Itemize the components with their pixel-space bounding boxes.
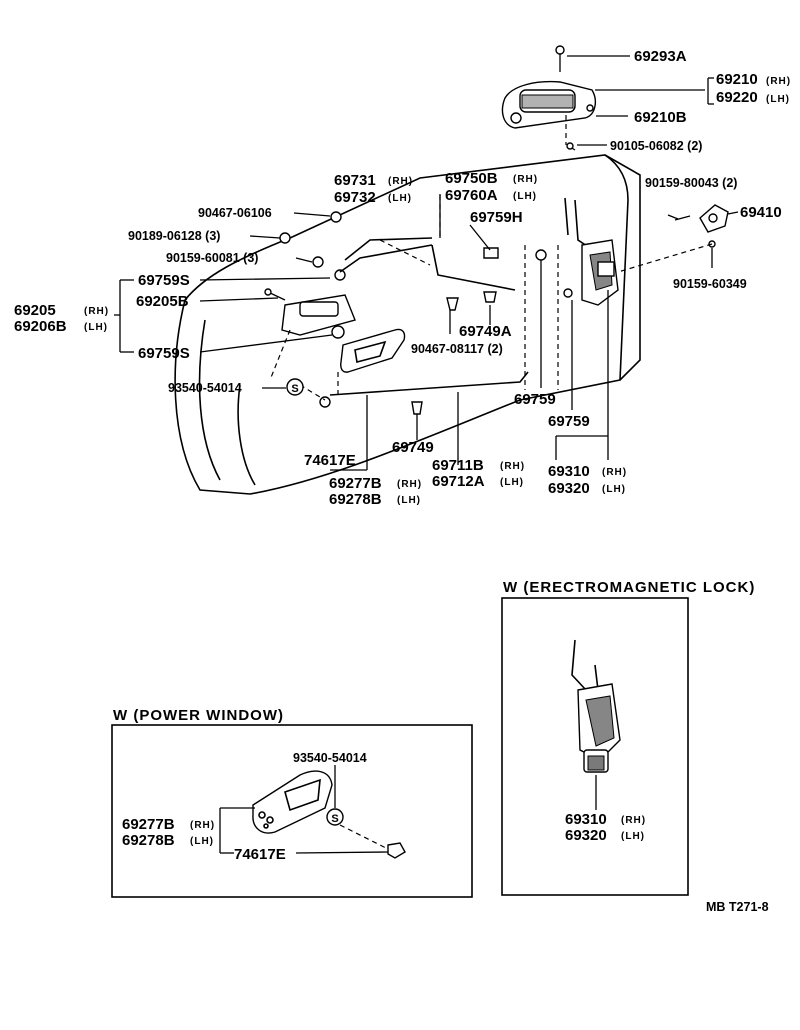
label-69410: 69410: [740, 204, 782, 221]
tag-lh: (LH): [621, 831, 645, 842]
diagram-code: MB T271-8: [706, 900, 769, 914]
leader-lines: [114, 55, 739, 471]
label-69210B: 69210B: [634, 109, 687, 126]
label-69759H: 69759H: [470, 209, 523, 226]
label-74617E: 74617E: [304, 452, 356, 469]
inset-power-window: W (POWER WINDOW) S 93540-54014 69277B (R…: [111, 707, 473, 898]
inset-power-window-title: W (POWER WINDOW): [113, 707, 284, 724]
svg-text:S: S: [291, 383, 298, 395]
label-69760A: 69760A: [445, 187, 498, 204]
label-90159-60081: 90159-60081 (3): [166, 251, 258, 265]
tag-rh: (RH): [84, 306, 109, 317]
tag-rh: (RH): [388, 176, 413, 187]
label-90189-06128: 90189-06128 (3): [128, 229, 220, 243]
label-69205: 69205: [14, 302, 56, 319]
label-69759-right: 69759: [548, 413, 590, 430]
label-90159-80043: 90159-80043 (2): [645, 176, 737, 190]
label-69759S-upper: 69759S: [138, 272, 190, 289]
label-69293A: 69293A: [634, 48, 687, 65]
label-69712A: 69712A: [432, 473, 485, 490]
tag-lh: (LH): [190, 836, 214, 847]
label-69732: 69732: [334, 189, 376, 206]
tag-lh: (LH): [500, 477, 524, 488]
label-90467-08117: 90467-08117 (2): [411, 342, 503, 356]
label-90105-06082: 90105-06082 (2): [610, 139, 702, 153]
label-69731: 69731: [334, 172, 376, 189]
door-lock-striker: [674, 204, 729, 248]
door-lock-assembly: [564, 197, 619, 306]
tag-lh: (LH): [397, 495, 421, 506]
outside-door-handle: [501, 45, 597, 151]
inset-label-69278B: 69278B: [122, 832, 175, 849]
label-69759-left: 69759: [514, 391, 556, 408]
tag-rh: (RH): [513, 174, 538, 185]
label-69220: 69220: [716, 89, 758, 106]
tag-rh: (RH): [397, 479, 422, 490]
label-69749A: 69749A: [459, 323, 512, 340]
inside-door-handle: [264, 269, 356, 339]
screws-and-clips: [279, 211, 573, 415]
label-69711B: 69711B: [432, 457, 484, 474]
inset-label-74617E: 74617E: [234, 846, 286, 863]
part-labels: 69293A 69210 (RH) 69220 (LH) 69210B 9010…: [14, 48, 791, 508]
label-90159-60349: 90159-60349: [673, 277, 747, 291]
tag-lh: (LH): [513, 191, 537, 202]
label-90467-06106: 90467-06106: [198, 206, 272, 220]
label-69277B: 69277B: [329, 475, 382, 492]
label-69278B: 69278B: [329, 491, 382, 508]
svg-text:S: S: [331, 813, 338, 825]
sealant-marker: S: [286, 378, 304, 396]
tag-rh: (RH): [766, 76, 791, 87]
label-69749: 69749: [392, 439, 434, 456]
label-69759S-lower: 69759S: [138, 345, 190, 362]
label-69320: 69320: [548, 480, 590, 497]
label-69205B: 69205B: [136, 293, 189, 310]
tag-lh: (LH): [766, 94, 790, 105]
tag-lh: (LH): [84, 322, 108, 333]
inset-electromagnetic-lock: W (ERECTROMAGNETIC LOCK) 69310 (RH) 6932…: [501, 579, 755, 896]
label-69310: 69310: [548, 463, 590, 480]
control-rods: [329, 237, 529, 396]
inside-handle-bezel: [340, 328, 406, 373]
tag-rh: (RH): [500, 461, 525, 472]
inset-label-69310: 69310: [565, 811, 607, 828]
inset-label-69277B: 69277B: [122, 816, 175, 833]
label-93540-54014: 93540-54014: [168, 381, 242, 395]
inset-label-69320: 69320: [565, 827, 607, 844]
tag-lh: (LH): [602, 484, 626, 495]
door-panel-outline: [174, 154, 641, 495]
label-69210: 69210: [716, 71, 758, 88]
inset-label-93540-54014: 93540-54014: [293, 751, 367, 765]
tag-rh: (RH): [621, 815, 646, 826]
label-69206B: 69206B: [14, 318, 67, 335]
tag-rh: (RH): [602, 467, 627, 478]
tag-rh: (RH): [190, 820, 215, 831]
tag-lh: (LH): [388, 193, 412, 204]
label-69750B: 69750B: [445, 170, 498, 187]
inset-lock-title: W (ERECTROMAGNETIC LOCK): [503, 579, 755, 596]
